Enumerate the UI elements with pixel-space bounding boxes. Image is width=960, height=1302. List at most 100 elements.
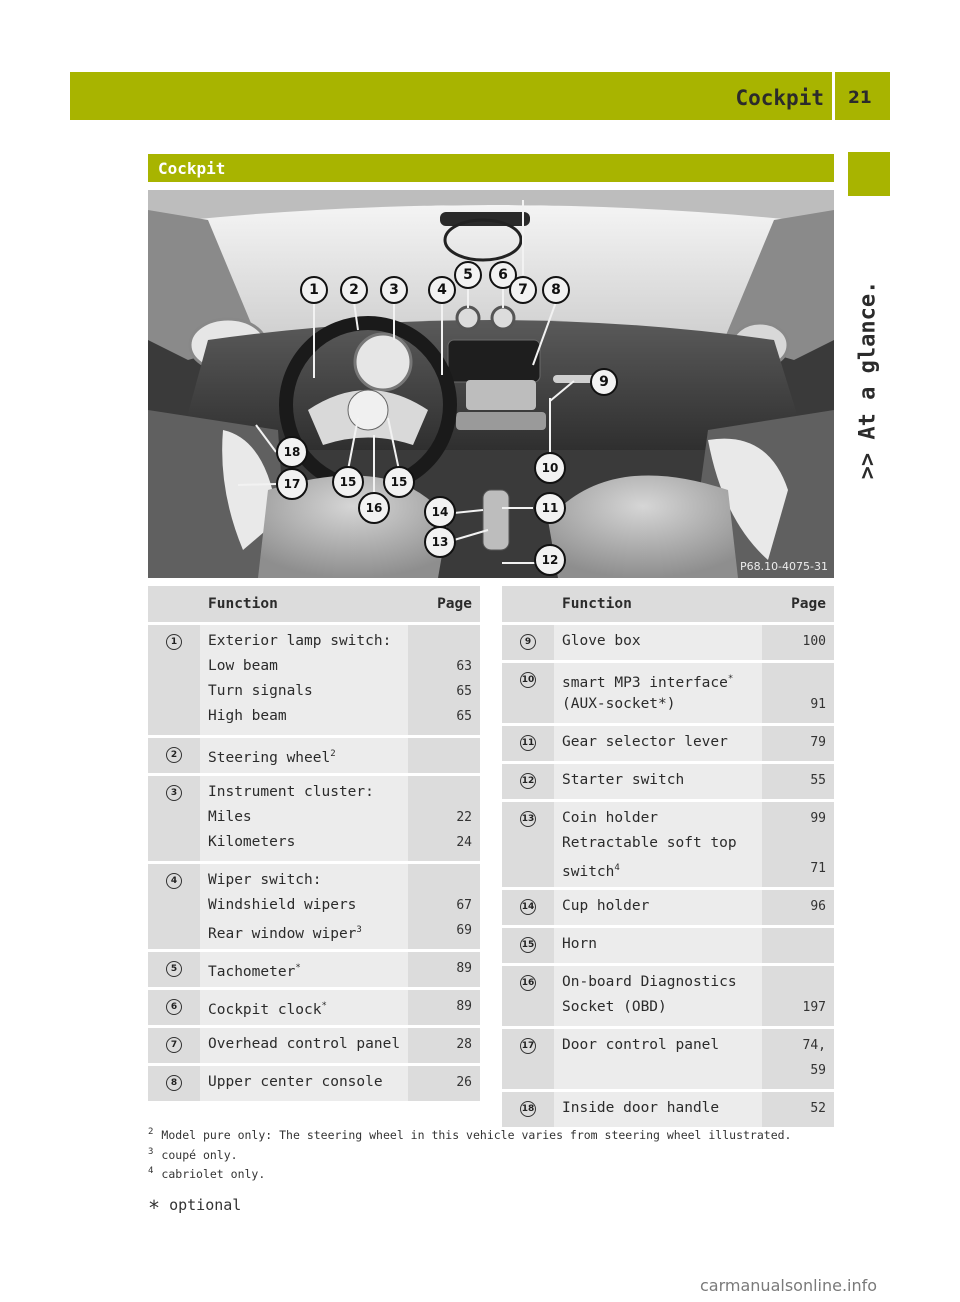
callout-14 (424, 496, 456, 528)
item-number: 8 (166, 1075, 182, 1091)
callout-6 (489, 261, 517, 289)
callout-9 (590, 368, 618, 396)
function-line: Windshield wipers (208, 897, 357, 913)
page-ref (762, 970, 826, 995)
item-number: 2 (166, 747, 182, 763)
callout-label-2: 2 (349, 282, 359, 298)
page-cell: 52 (762, 1089, 834, 1127)
page-ref: 197 (802, 1000, 826, 1015)
function-line: Cup holder (562, 898, 650, 914)
section-title: Cockpit (158, 159, 226, 178)
item-number: 9 (520, 634, 536, 650)
function-line: Gear selector lever (562, 734, 728, 750)
optional-note: * optional (148, 1196, 242, 1220)
page-ref: 63 (456, 659, 472, 674)
callout-label-5: 5 (463, 267, 473, 283)
item-number: 3 (166, 785, 182, 801)
callout-label-3: 3 (389, 282, 399, 298)
callout-label-1: 1 (309, 282, 319, 298)
watermark: carmanualsonline.info (700, 1276, 878, 1295)
page-ref (408, 780, 472, 805)
page-ref: 89 (456, 999, 472, 1014)
page-ref: 89 (456, 961, 472, 976)
table-row: 6 Cockpit clock* 89 (148, 987, 480, 1025)
page-ref: 26 (456, 1075, 472, 1090)
item-number: 17 (520, 1038, 536, 1054)
function-line: Turn signals (208, 683, 313, 699)
callout-2 (340, 276, 368, 304)
page-ref (408, 629, 472, 654)
function-cell: Inside door handle (554, 1089, 762, 1127)
page-cell (408, 735, 480, 773)
page-cell: 28 (408, 1025, 480, 1063)
callout-label-18: 18 (284, 445, 301, 459)
callout-label-14: 14 (432, 505, 449, 519)
page-ref: 24 (456, 835, 472, 850)
callout-label-13: 13 (432, 535, 449, 549)
callout-3 (380, 276, 408, 304)
function-line: Glove box (562, 633, 641, 649)
function-line: Overhead control panel (208, 1036, 401, 1052)
function-line: Rear window wiper3 (208, 925, 362, 942)
callout-label-8: 8 (551, 282, 561, 298)
page-cell: 89 (408, 987, 480, 1025)
page-ref: 65 (456, 709, 472, 724)
callout-label-17: 17 (284, 477, 301, 491)
function-line: Starter switch (562, 772, 685, 788)
page-ref (408, 742, 472, 767)
item-number: 5 (166, 961, 182, 977)
page-cell: 79 (762, 723, 834, 761)
function-cell: Door control panel (554, 1026, 762, 1089)
page-ref: 65 (456, 684, 472, 699)
page-ref: 55 (810, 773, 826, 788)
page-ref: 99 (810, 811, 826, 826)
page-ref: 28 (456, 1037, 472, 1052)
callout-18 (276, 436, 308, 468)
callout-15a (332, 466, 364, 498)
function-line: Socket (OBD) (562, 999, 667, 1015)
function-line: Kilometers (208, 834, 296, 850)
callout-17 (276, 468, 308, 500)
col-page-header: Page (408, 586, 480, 622)
callout-4 (428, 276, 456, 304)
item-number: 15 (520, 937, 536, 953)
function-cell: Overhead control panel (200, 1025, 408, 1063)
callout-8 (542, 276, 570, 304)
function-line: switch4 (562, 863, 620, 880)
page-ref: 22 (456, 810, 472, 825)
item-number: 6 (166, 999, 182, 1015)
callout-1 (300, 276, 328, 304)
function-cell: Cup holder (554, 887, 762, 925)
callout-label-10: 10 (542, 461, 559, 475)
side-label: >> At a glance. (855, 280, 881, 480)
callout-label-9: 9 (599, 374, 609, 390)
function-line: Horn (562, 936, 597, 952)
page-ref: 52 (810, 1101, 826, 1116)
callout-11 (534, 492, 566, 524)
callout-label-7: 7 (518, 282, 528, 298)
callout-label-11: 11 (542, 501, 559, 515)
col-page-header: Page (762, 586, 834, 622)
callout-12 (534, 544, 566, 576)
page-ref (762, 667, 826, 692)
function-cell: Upper center console (200, 1063, 408, 1101)
function-line: Cockpit clock* (208, 1001, 327, 1018)
callout-15b (383, 466, 415, 498)
function-line: Coin holder (562, 810, 659, 826)
callout-label-16: 16 (366, 501, 383, 515)
cockpit-photo: 1 2 3 4 5 6 7 8 9 10 11 12 13 14 15 15 1… (148, 190, 834, 578)
item-number: 11 (520, 735, 536, 751)
